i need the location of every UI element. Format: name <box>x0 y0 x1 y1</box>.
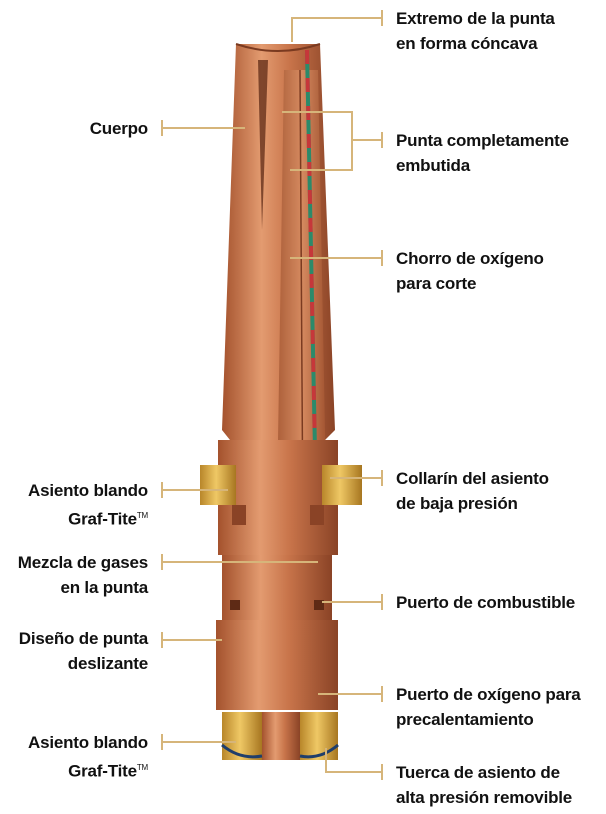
label-diseno-line1: Diseño de punta <box>18 629 148 648</box>
trademark-mark: TM <box>136 763 148 772</box>
tip-concave-end <box>235 43 321 52</box>
label-collarin-line1: Collarín del asiento <box>396 469 549 488</box>
label-cuerpo: Cuerpo <box>89 116 149 141</box>
sliding-tip-section <box>216 620 338 710</box>
label-oxigeno-line2: precalentamiento <box>396 710 534 729</box>
label-asiento-1-line2: Graf-TiteTM <box>68 509 148 529</box>
label-tuerca-line1: Tuerca de asiento de <box>396 763 560 782</box>
label-tuerca-line2: alta presión removible <box>396 788 573 807</box>
label-tuerca: Tuerca de asiento de alta presión removi… <box>396 760 572 810</box>
label-chorro-line1: Chorro de oxígeno <box>396 249 544 268</box>
label-combustible: Puerto de combustible <box>396 590 575 615</box>
label-chorro-line2: para corte <box>396 274 477 293</box>
label-collarin-line2: de baja presión <box>396 494 518 513</box>
label-extremo-line2: en forma cóncava <box>396 34 538 53</box>
label-mezcla-line2: en la punta <box>60 578 148 597</box>
label-asiento-2-line1: Asiento blando <box>28 733 148 752</box>
high-pressure-nut <box>300 712 338 760</box>
label-diseno: Diseño de punta deslizante <box>19 626 148 676</box>
label-extremo-line1: Extremo de la punta <box>396 9 555 28</box>
trademark-mark: TM <box>136 511 148 520</box>
tip-slot <box>258 60 268 230</box>
label-oxigeno-line1: Puerto de oxígeno para <box>396 685 581 704</box>
label-punta-line2: embutida <box>396 156 470 175</box>
label-collarin: Collarín del asiento de baja presión <box>396 466 549 516</box>
label-asiento-blando-1: Asiento blando Graf-TiteTM <box>28 478 148 532</box>
label-combustible-line1: Puerto de combustible <box>396 593 576 612</box>
low-pressure-collar <box>322 465 362 505</box>
soft-seat-upper <box>200 465 236 505</box>
label-extremo: Extremo de la punta en forma cóncava <box>396 6 555 56</box>
leader-lines <box>161 10 383 780</box>
label-oxigeno: Puerto de oxígeno para precalentamiento <box>396 682 581 732</box>
label-asiento-blando-2: Asiento blando Graf-TiteTM <box>28 730 148 784</box>
label-mezcla-line1: Mezcla de gases <box>17 553 148 572</box>
label-cuerpo-line1: Cuerpo <box>89 119 149 138</box>
label-punta: Punta completamente embutida <box>396 128 569 178</box>
upper-collar-body <box>218 440 338 555</box>
mid-section <box>222 555 332 620</box>
label-mezcla: Mezcla de gases en la punta <box>18 550 148 600</box>
soft-seat-lower <box>222 712 262 760</box>
label-chorro: Chorro de oxígeno para corte <box>396 246 544 296</box>
label-asiento-1-line1: Asiento blando <box>28 481 148 500</box>
label-punta-line1: Punta completamente <box>396 131 569 150</box>
label-diseno-line2: deslizante <box>67 654 148 673</box>
label-asiento-2-line2: Graf-TiteTM <box>68 761 148 781</box>
